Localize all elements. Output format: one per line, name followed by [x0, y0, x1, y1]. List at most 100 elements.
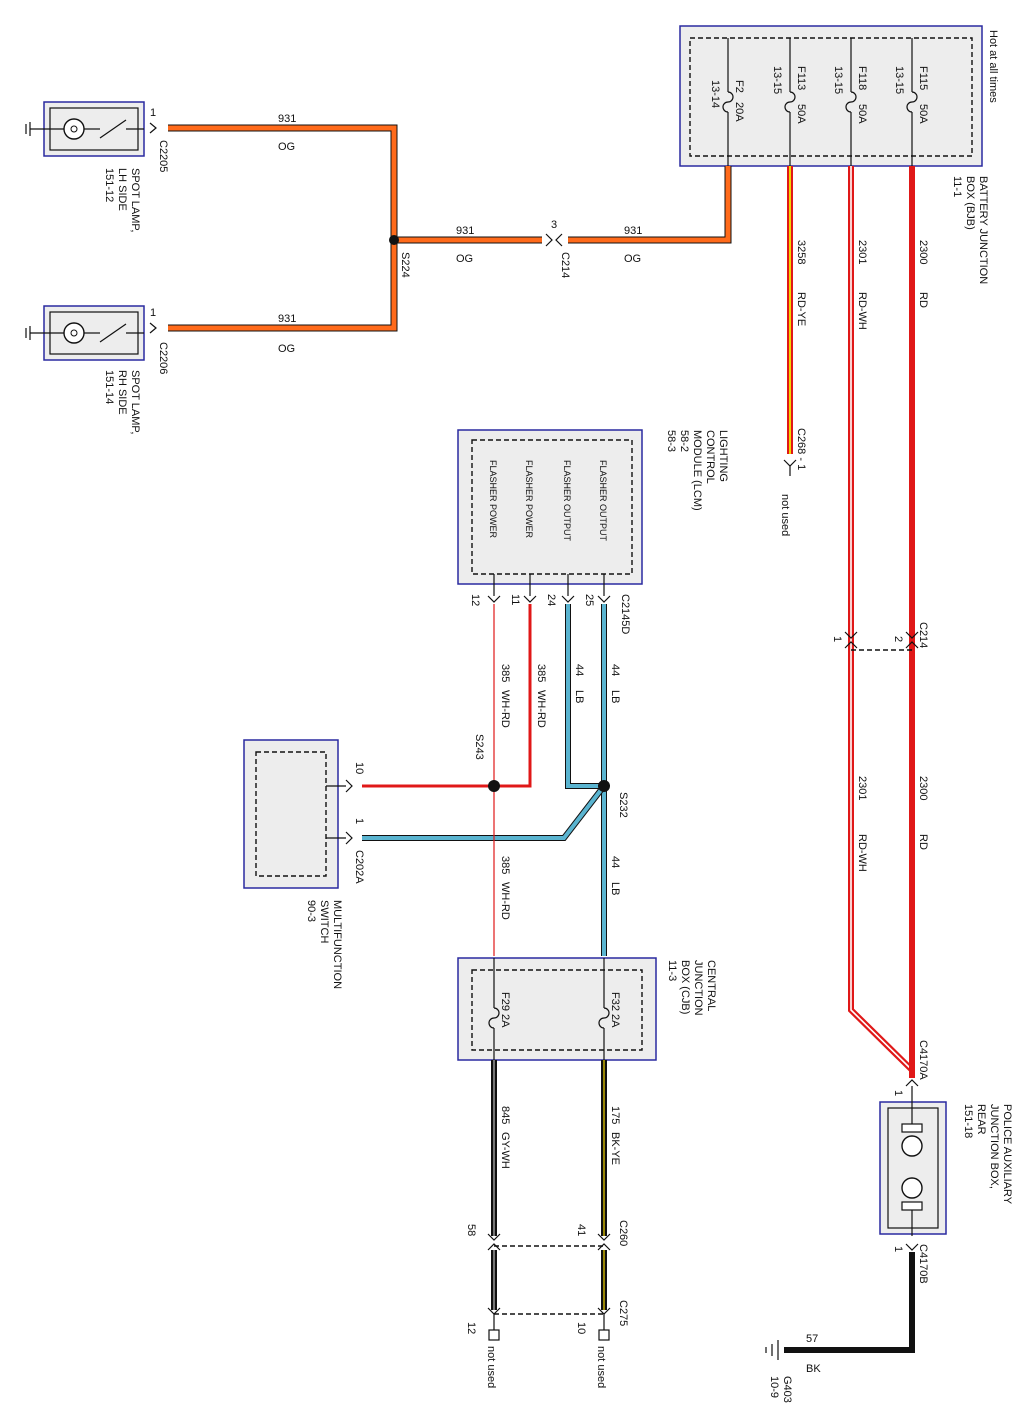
paux-conn-top: C4170A	[917, 1040, 929, 1080]
bjb-note: Hot at all times	[987, 30, 999, 103]
wire-44-c-color: LB	[609, 882, 621, 895]
wire-931-right-num: 931	[624, 225, 642, 237]
c268-note: not used	[779, 494, 791, 536]
lcm-ref2: 58-3	[665, 430, 677, 452]
wire-2300-top-num: 2300	[917, 240, 929, 264]
c260-label: C260	[617, 1220, 629, 1246]
splice-s232-label: S232	[617, 792, 629, 818]
wire-931-harness	[168, 124, 732, 332]
splice-s224	[389, 235, 399, 245]
mfs-ref: 90-3	[305, 900, 317, 922]
connector-c214-og	[545, 233, 563, 247]
ground-ref: 10-9	[768, 1376, 780, 1398]
wire-931-rh-num: 931	[278, 313, 296, 325]
c2205-label: C2205	[157, 140, 169, 172]
bjb-ref: 11-1	[951, 176, 963, 197]
spot-lamp-lh	[25, 101, 145, 157]
wire-2300-bot-num: 2300	[917, 776, 929, 800]
cjb-fuse-f29-amp: 2A	[499, 1014, 511, 1028]
spot-lh-name2: LH SIDE	[116, 168, 128, 211]
c268-label: C268 - 1	[795, 428, 807, 470]
wire-931-lh-color: OG	[278, 141, 295, 153]
bjb-fuse-f115-pins: 13-15	[893, 66, 905, 94]
c275-note-b: not used	[485, 1346, 497, 1388]
lcm-pin1-num: 25	[583, 594, 595, 606]
cjb-name3: BOX (CJB)	[679, 960, 691, 1014]
wire-57	[765, 1252, 915, 1360]
mfs-name2: SWITCH	[318, 900, 330, 943]
wire-931-mid-num: 931	[456, 225, 474, 237]
wire-845-num: 845	[499, 1106, 511, 1124]
cjb-fuse-f32-label: F32	[609, 992, 621, 1011]
bjb-fuse-f115-amp: 50A	[917, 104, 929, 124]
wire-44-c-num: 44	[609, 856, 621, 868]
spot-lamp-rh	[25, 305, 145, 361]
police-aux-junction-box	[879, 1079, 947, 1251]
paux-pin-bot: 1	[892, 1246, 904, 1252]
lcm-connector: C2145D	[619, 594, 631, 634]
battery-junction-box: F115 50A 13-15 F118 50A 13-15 F113 50A 1…	[679, 25, 999, 284]
c260-pin-a: 41	[575, 1224, 587, 1236]
lcm-pin3-num: 11	[509, 594, 521, 605]
wire-57-color: BK	[806, 1363, 821, 1375]
wire-385-a-color: WH-RD	[535, 690, 547, 728]
bjb-fuse-f2-pins: 13-14	[709, 80, 721, 108]
bjb-fuse-f118-label: F118	[856, 66, 868, 90]
connector-c260	[487, 1233, 611, 1251]
bjb-name: BATTERY JUNCTION	[977, 176, 989, 284]
wire-931-rh-color: OG	[278, 343, 295, 355]
paux-pin-top: 1	[892, 1090, 904, 1096]
spot-rh-name: SPOT LAMP,	[129, 370, 141, 434]
lcm-pin2-func: FLASHER OUTPUT	[562, 460, 572, 542]
c260-pin-b: 58	[465, 1224, 477, 1236]
paux-name: POLICE AUXILIARY	[1001, 1104, 1013, 1205]
bjb-fuse-f118-amp: 50A	[856, 104, 868, 124]
bjb-fuse-f113-pins: 13-15	[771, 66, 783, 94]
wire-2301	[848, 166, 915, 1073]
c275-pin-a: 10	[575, 1322, 587, 1334]
wire-3258-color: RD-YE	[795, 292, 807, 326]
multifunction-switch	[243, 739, 353, 889]
wire-2300-top-color: RD	[917, 292, 929, 308]
lcm-pin4-func: FLASHER POWER	[488, 460, 498, 539]
c214b-label: C214	[917, 622, 929, 648]
cjb-ref: 11-3	[666, 960, 678, 981]
ground-g403: G403	[781, 1376, 793, 1403]
spot-rh-ref: 151-14	[103, 370, 115, 404]
mfs-pin-lb: 1	[353, 818, 365, 824]
connector-c214-rd	[844, 631, 919, 651]
splice-s224-label: S224	[399, 252, 411, 278]
bjb-fuse-f2-amp: 20A	[733, 102, 745, 122]
mfs-name: MULTIFUNCTION	[331, 900, 343, 989]
wire-2301-bot-color: RD-WH	[856, 834, 868, 872]
bjb-fuse-f113-amp: 50A	[795, 104, 807, 124]
c275-pin-b: 12	[465, 1322, 477, 1334]
wire-385-b-num: 385	[499, 664, 511, 682]
c2205-pin: 1	[150, 107, 156, 119]
lighting-control-module	[457, 429, 643, 603]
paux-ref: 151-18	[962, 1104, 974, 1138]
wire-175-color: BK-YE	[609, 1132, 621, 1165]
wire-44-a-num: 44	[609, 664, 621, 676]
bjb-fuse-f115-label: F115	[917, 66, 929, 90]
mfs-pin-rd: 10	[353, 762, 365, 774]
wire-44-a-color: LB	[609, 690, 621, 703]
wire-3258	[783, 166, 797, 476]
wire-385-a-num: 385	[535, 664, 547, 682]
lcm-ref1: 58-2	[678, 430, 690, 452]
lcm-pin2-num: 24	[545, 594, 557, 606]
wire-931-mid-color: OG	[456, 253, 473, 265]
bjb-fuse-f113-label: F113	[795, 66, 807, 90]
c2206-pin: 1	[150, 307, 156, 319]
splice-s243-label: S243	[473, 734, 485, 760]
wire-2301-top-num: 2301	[856, 240, 868, 264]
spot-lh-ref: 151-12	[103, 168, 115, 202]
lcm-name: LIGHTING	[717, 430, 729, 482]
c214b-pin-rd: 2	[892, 636, 904, 642]
lcm-name3: MODULE (LCM)	[691, 430, 703, 511]
wire-385	[362, 604, 532, 956]
splice-s243	[488, 780, 500, 792]
lcm-pin1-func: FLASHER OUTPUT	[598, 460, 608, 542]
mfs-connector: C202A	[353, 850, 365, 884]
